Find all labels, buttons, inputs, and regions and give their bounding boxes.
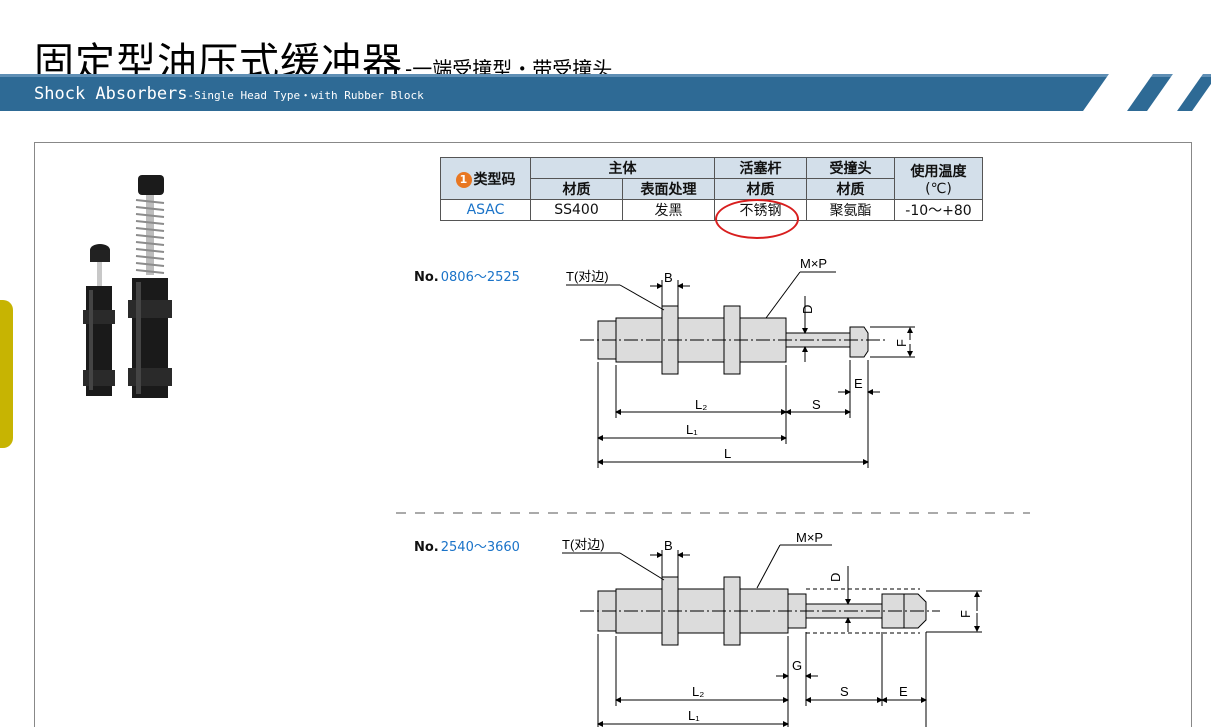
label-s: S	[812, 397, 821, 412]
temp-header-line2: (℃)	[925, 180, 952, 197]
temp-value: -10〜+80	[894, 199, 983, 221]
label-e: E	[854, 376, 863, 391]
small-absorber-image	[83, 244, 115, 396]
model-range-link[interactable]: 0806〜2525	[440, 270, 520, 285]
label-s: S	[840, 684, 849, 699]
label-l: L	[724, 446, 731, 461]
label-d: D	[828, 573, 843, 582]
label-f: F	[958, 610, 973, 618]
temp-header-line1: 使用温度	[910, 163, 967, 180]
rod-material-header: 材质	[714, 178, 807, 200]
label-l2: L₂	[692, 684, 704, 699]
label-l1: L₁	[686, 422, 698, 437]
label-e: E	[899, 684, 908, 699]
label-f: F	[894, 339, 909, 347]
label-b: B	[664, 538, 673, 553]
title-band-highlight	[0, 74, 1211, 77]
english-title-main: Shock Absorbers	[34, 84, 188, 104]
code-header-label: 类型码	[473, 171, 516, 188]
model-range-link[interactable]: 2540〜3660	[440, 540, 520, 555]
english-title-sub: -Single Head Type・with Rubber Block	[187, 89, 424, 102]
english-title: Shock Absorbers -Single Head Type・with R…	[34, 84, 424, 104]
label-mp: M×P	[800, 256, 827, 271]
drawing-1	[566, 271, 915, 468]
temp-header: 使用温度 (℃)	[894, 157, 983, 200]
body-material-header: 材质	[530, 178, 623, 200]
label-g: G	[792, 658, 802, 673]
label-t: T(对边)	[566, 269, 609, 284]
drawing-2	[562, 544, 982, 727]
model-prefix: No.	[414, 540, 439, 555]
badge-number-icon: 1	[455, 171, 472, 188]
content-frame	[34, 142, 1192, 727]
label-mp: M×P	[796, 530, 823, 545]
label-b: B	[664, 270, 673, 285]
label-d: D	[800, 305, 815, 314]
surface-value: 发黑	[622, 199, 715, 221]
label-t: T(对边)	[562, 537, 605, 552]
model-label-2: No. 2540〜3660	[414, 536, 520, 555]
type-code-link[interactable]: ASAC	[440, 199, 531, 221]
label-l2: L₂	[695, 397, 707, 412]
head-header: 受撞头	[806, 157, 895, 179]
highlight-circle	[715, 199, 799, 239]
large-absorber-image	[128, 175, 172, 398]
body-material-value: SS400	[530, 199, 623, 221]
title-band	[0, 74, 1211, 111]
model-label-1: No. 0806〜2525	[414, 266, 520, 285]
rod-header: 活塞杆	[714, 157, 807, 179]
head-material-header: 材质	[806, 178, 895, 200]
model-prefix: No.	[414, 270, 439, 285]
label-l1: L₁	[688, 708, 700, 723]
side-tab[interactable]	[0, 300, 13, 448]
main-body-header: 主体	[530, 157, 715, 179]
head-material-value: 聚氨酯	[806, 199, 895, 221]
